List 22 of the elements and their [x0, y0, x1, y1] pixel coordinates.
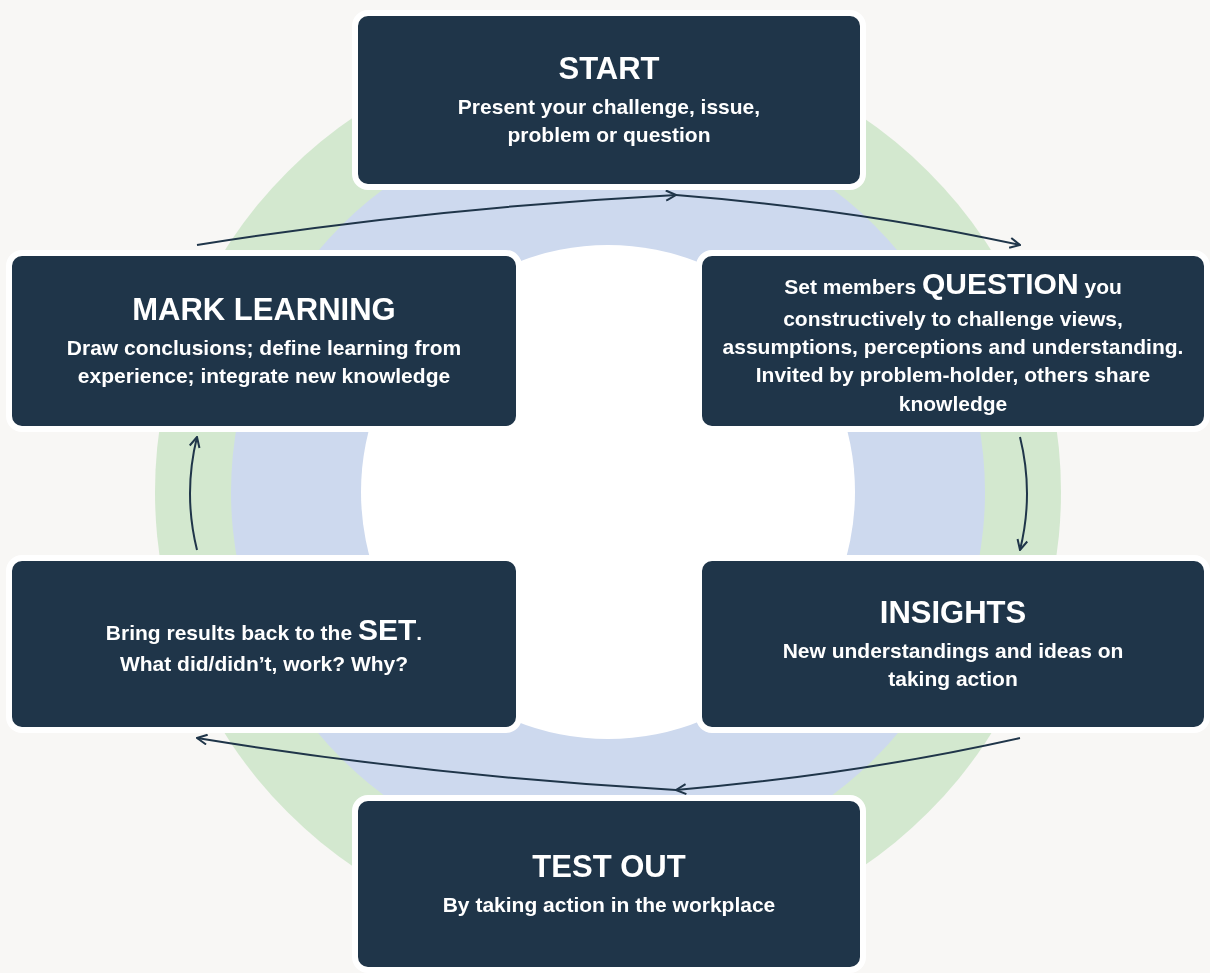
step-box: [696, 555, 1210, 733]
cycle-arrow: [675, 194, 1021, 249]
step-title: MARK LEARNING: [132, 291, 396, 330]
step-title: INSIGHTS: [879, 594, 1027, 633]
step-description: Present your challenge, issue, problem or question: [456, 94, 762, 149]
step-box: [352, 10, 866, 190]
step-title: START: [558, 50, 660, 89]
step-box: [696, 250, 1210, 432]
step-box: [352, 795, 866, 973]
step-description: By taking action in the workplace: [442, 892, 776, 919]
step-description: Bring results back to the SET. What did/didn’t, work? Why?: [104, 611, 424, 678]
step-box: [6, 250, 522, 432]
step-box: [6, 555, 522, 733]
cycle-arrow: [675, 737, 1021, 796]
step-description: New understandings and ideas on taking action: [781, 638, 1125, 693]
step-description: Draw conclusions; define learning from experience; integrate new knowledge: [65, 335, 463, 390]
cycle-arrow: [196, 189, 677, 246]
cycle-arrow: [188, 436, 201, 551]
cycle-arrow: [1016, 436, 1029, 551]
step-description: Set members QUESTION you constructively to challenge views, assumptions, perceptions and understanding. Invited by problem-holder, others share knowledge: [721, 266, 1185, 417]
cycle-arrow: [196, 733, 677, 791]
step-title: TEST OUT: [532, 848, 686, 887]
